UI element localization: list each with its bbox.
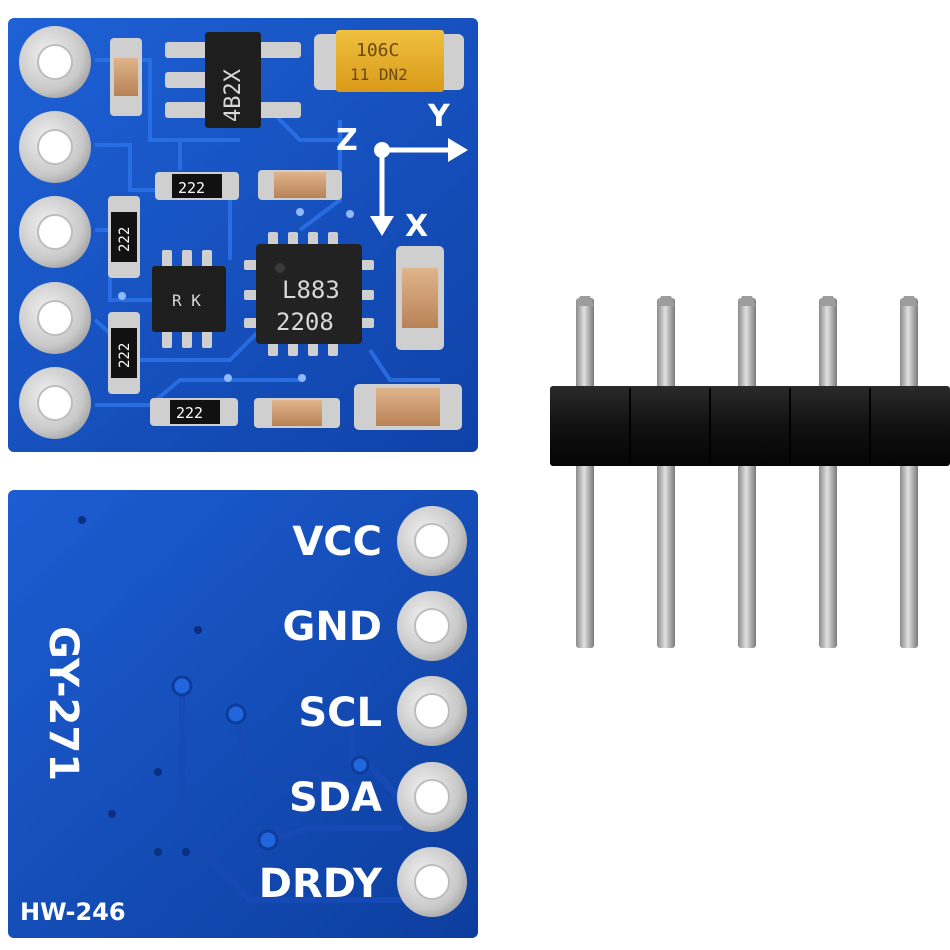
capacitor-top-left: [110, 38, 142, 116]
small-ic: R K: [152, 250, 226, 348]
header-pin: [657, 298, 675, 648]
capacitor-c3: [396, 246, 444, 350]
capacitor-c2: [258, 170, 342, 200]
axis-indicator: Z Y X: [336, 99, 468, 244]
header-pin-tip: [576, 296, 594, 306]
axis-x-label: X: [405, 209, 428, 244]
capacitor-c4: [254, 398, 340, 428]
small-ic-marking: R K: [172, 291, 201, 310]
back-board: VCC GND SCL SDA DRDY GY-271 HW-246: [8, 490, 478, 938]
pin-labels: VCC GND SCL SDA DRDY: [259, 519, 383, 907]
magnetometer-chip: L883 2208: [244, 232, 374, 356]
pin-label-scl: SCL: [298, 690, 382, 736]
regulator-chip: 4B2X: [165, 32, 301, 128]
front-traces: [93, 58, 440, 407]
resistor-r3-marking: 222: [117, 343, 133, 368]
resistor-r3: 222: [108, 312, 140, 394]
capacitor-c5: [354, 384, 462, 430]
back-vias: [78, 516, 202, 856]
pin-header: [550, 296, 950, 648]
pin-label-vcc: VCC: [292, 519, 382, 565]
front-vias: [118, 208, 354, 382]
header-pin: [738, 298, 756, 648]
resistor-r4-marking: 222: [176, 404, 203, 422]
header-pin: [819, 298, 837, 648]
tantalum-marking-1: 106C: [356, 40, 399, 61]
resistor-r1: 222: [155, 172, 239, 200]
axis-z-label: Z: [336, 123, 358, 158]
pin-label-drdy: DRDY: [259, 861, 383, 907]
header-pin-tip: [900, 296, 918, 306]
regulator-marking: 4B2X: [221, 68, 246, 122]
tantalum-marking-2: 11 DN2: [350, 65, 408, 84]
back-pad-column: [397, 506, 467, 917]
resistor-r4: 222: [150, 398, 238, 426]
header-pin-tip: [657, 296, 675, 306]
pin-label-sda: SDA: [289, 775, 382, 821]
front-pad-column: [19, 26, 91, 439]
header-pin: [576, 298, 594, 648]
sensor-marking-1: L883: [282, 276, 340, 304]
header-body: [550, 386, 950, 466]
sensor-marking-2: 2208: [276, 308, 334, 336]
model-label: GY-271: [40, 626, 86, 781]
axis-y-label: Y: [427, 99, 451, 134]
back-traces: [179, 643, 403, 903]
resistor-r2: 222: [108, 196, 140, 278]
back-via-pads: [171, 675, 370, 851]
pin-label-gnd: GND: [282, 604, 382, 650]
version-label: HW-246: [20, 898, 126, 926]
front-board: 4B2X 106C 11 DN2 Z Y X 222: [8, 18, 478, 452]
resistor-r1-marking: 222: [178, 179, 205, 197]
header-pin-tip: [738, 296, 756, 306]
resistor-r2-marking: 222: [117, 227, 133, 252]
header-pin-tip: [819, 296, 837, 306]
tantalum-capacitor: 106C 11 DN2: [314, 30, 464, 92]
header-pin: [900, 298, 918, 648]
